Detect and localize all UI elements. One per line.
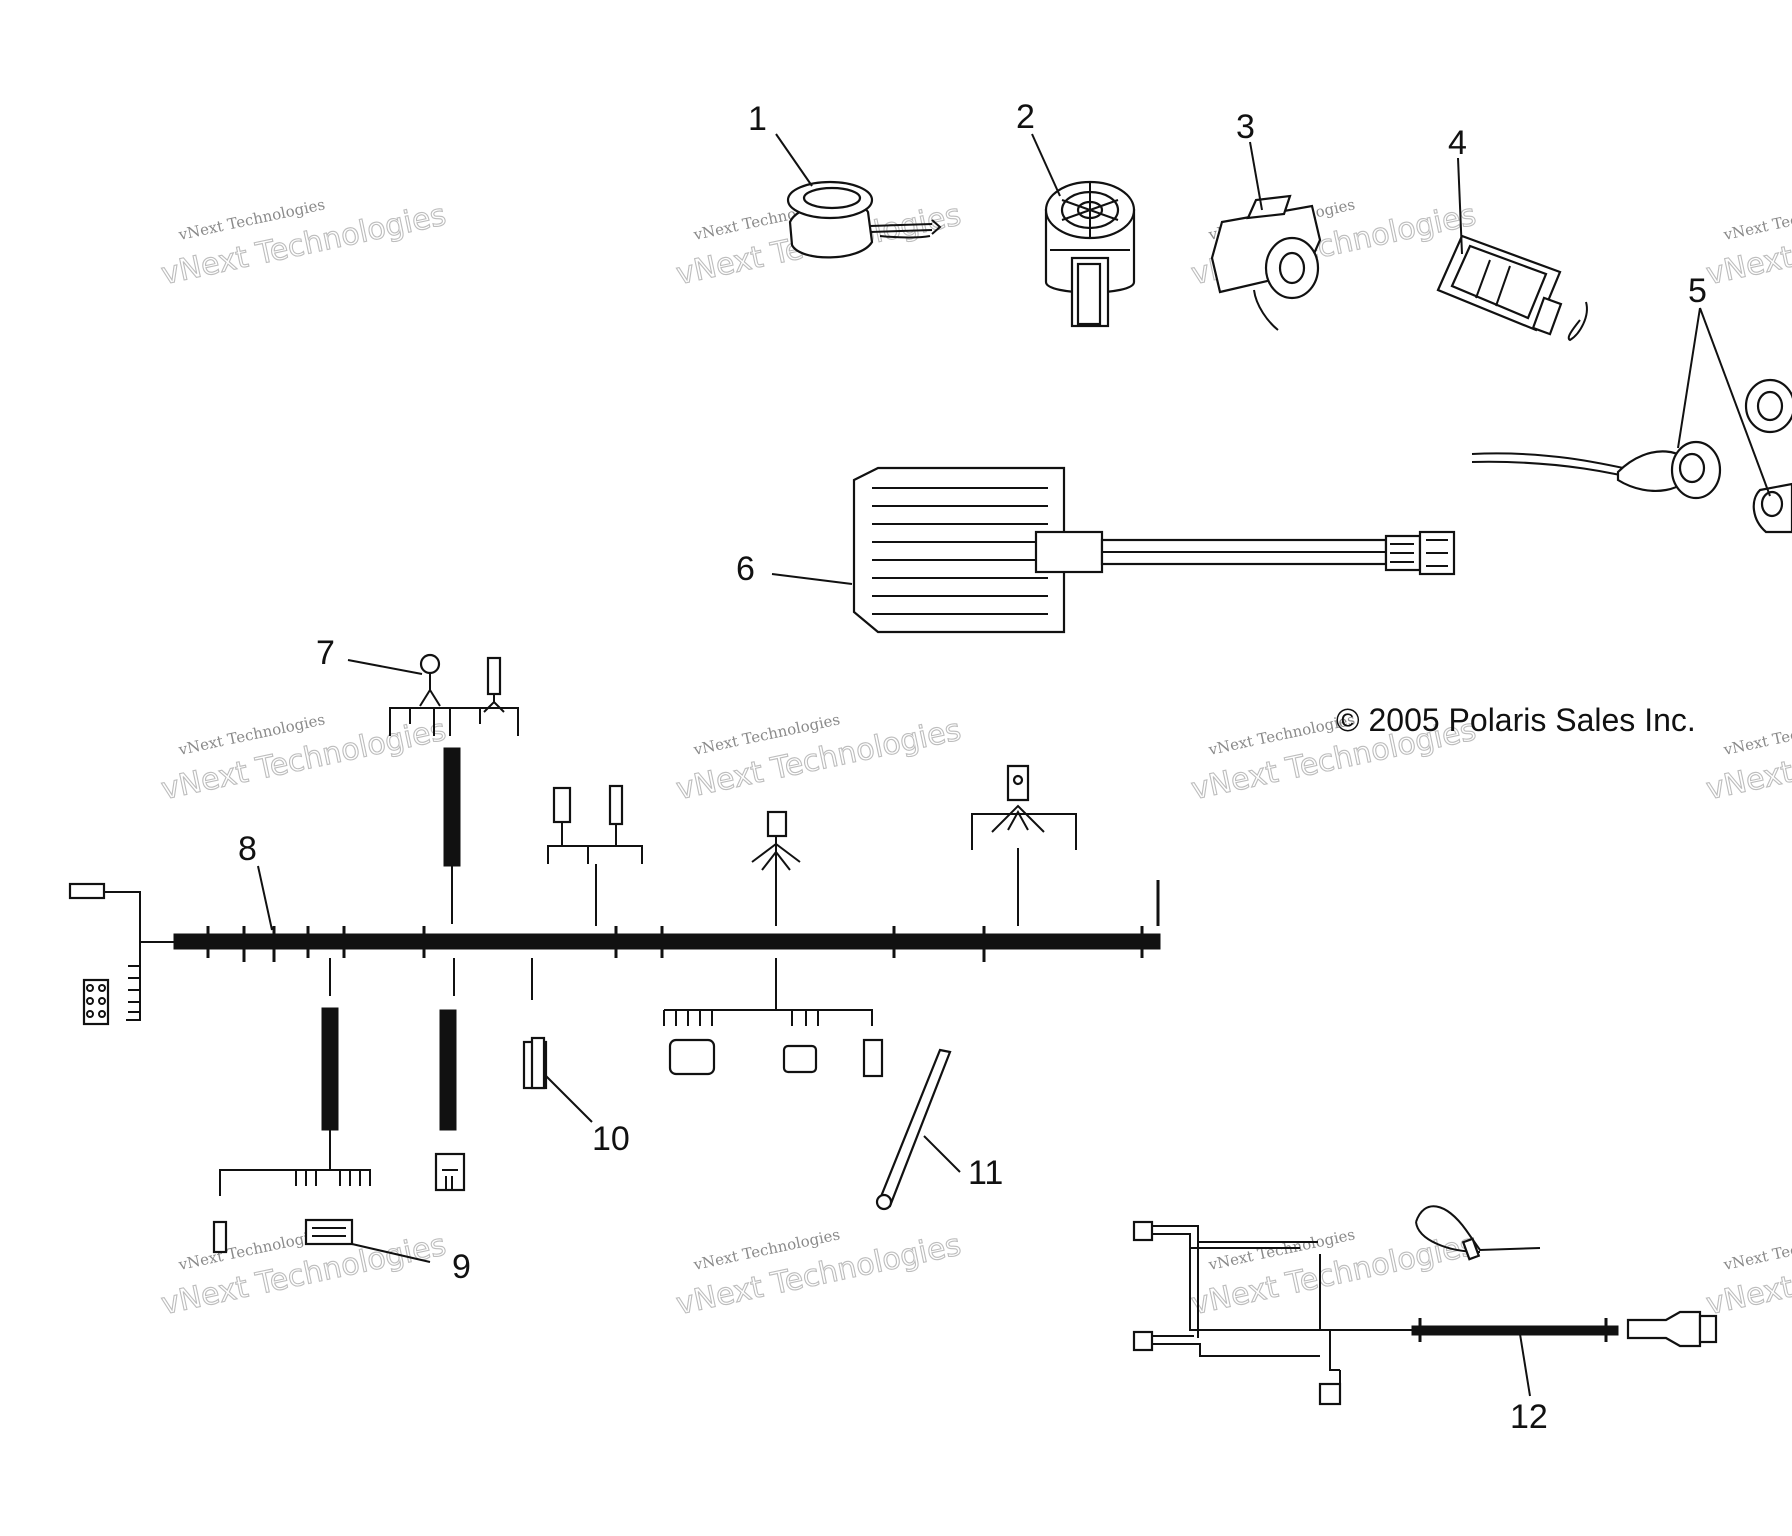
part-2-horn (1044, 180, 1136, 328)
watermark: vNext Technologies vNext Technologies (1188, 1225, 1480, 1322)
callout-7: 7 (316, 634, 335, 672)
part-9-sub-harness (212, 1007, 466, 1254)
part-6-heater-pad (852, 466, 1456, 634)
part-4-relay-module (1436, 234, 1588, 342)
watermark: vNext Technologies vNext Technologies (1703, 710, 1792, 808)
callout-10: 10 (592, 1120, 630, 1158)
callout-3: 3 (1236, 108, 1255, 146)
part-1-button-switch (786, 180, 942, 259)
callout-numbers: 1 2 3 4 5 6 7 8 9 10 11 12 (238, 98, 1707, 1436)
watermark: vNext Technologies vNext Technologies (1703, 195, 1792, 293)
svg-text:vNext Technologies: vNext Technologies (1703, 1228, 1792, 1323)
watermark: vNext Technologies vNext Technologies (1703, 1225, 1792, 1323)
svg-text:vNext Technologies: vNext Technologies (1703, 713, 1792, 808)
watermark: vNext Technologies vNext Technologies (158, 710, 450, 807)
watermark: vNext Technologies vNext Technologies (158, 1225, 450, 1322)
callout-12: 12 (1510, 1398, 1548, 1436)
svg-text:vNext Technologies: vNext Technologies (1721, 195, 1792, 244)
callout-5: 5 (1688, 272, 1707, 310)
part-7-terminals (389, 653, 519, 924)
callout-6: 6 (736, 550, 755, 588)
watermark: vNext Technologies vNext Technologies (158, 195, 450, 292)
watermark: vNext Technologies vNext Technologies (673, 710, 965, 807)
callout-4: 4 (1448, 124, 1467, 162)
callout-2: 2 (1016, 98, 1035, 136)
copyright-notice: © 2005 Polaris Sales Inc. (1336, 702, 1696, 738)
part-8-main-harness (68, 764, 1161, 1078)
part-11-cable-tie (875, 1048, 952, 1211)
part-12-light-harness (1132, 1205, 1718, 1406)
callout-1: 1 (748, 100, 767, 138)
part-10-connector-block (522, 1036, 548, 1090)
svg-text:vNext Technologies: vNext Technologies (1703, 198, 1792, 293)
leader-lines (257, 133, 1771, 1397)
callout-8: 8 (238, 830, 257, 868)
part-3-handlebar-switch (1210, 194, 1322, 331)
svg-text:vNext Technologies: vNext Technologies (1721, 1225, 1792, 1274)
watermark-layer: vNext Technologies vNext Technologies vN… (158, 195, 1792, 1323)
part-5-sensor-and-nut (1471, 378, 1792, 534)
watermark: vNext Technologies vNext Technologies (673, 1225, 965, 1322)
callout-11: 11 (968, 1154, 1003, 1192)
callout-9: 9 (452, 1248, 471, 1286)
svg-text:vNext Technologies: vNext Technologies (1721, 710, 1792, 759)
